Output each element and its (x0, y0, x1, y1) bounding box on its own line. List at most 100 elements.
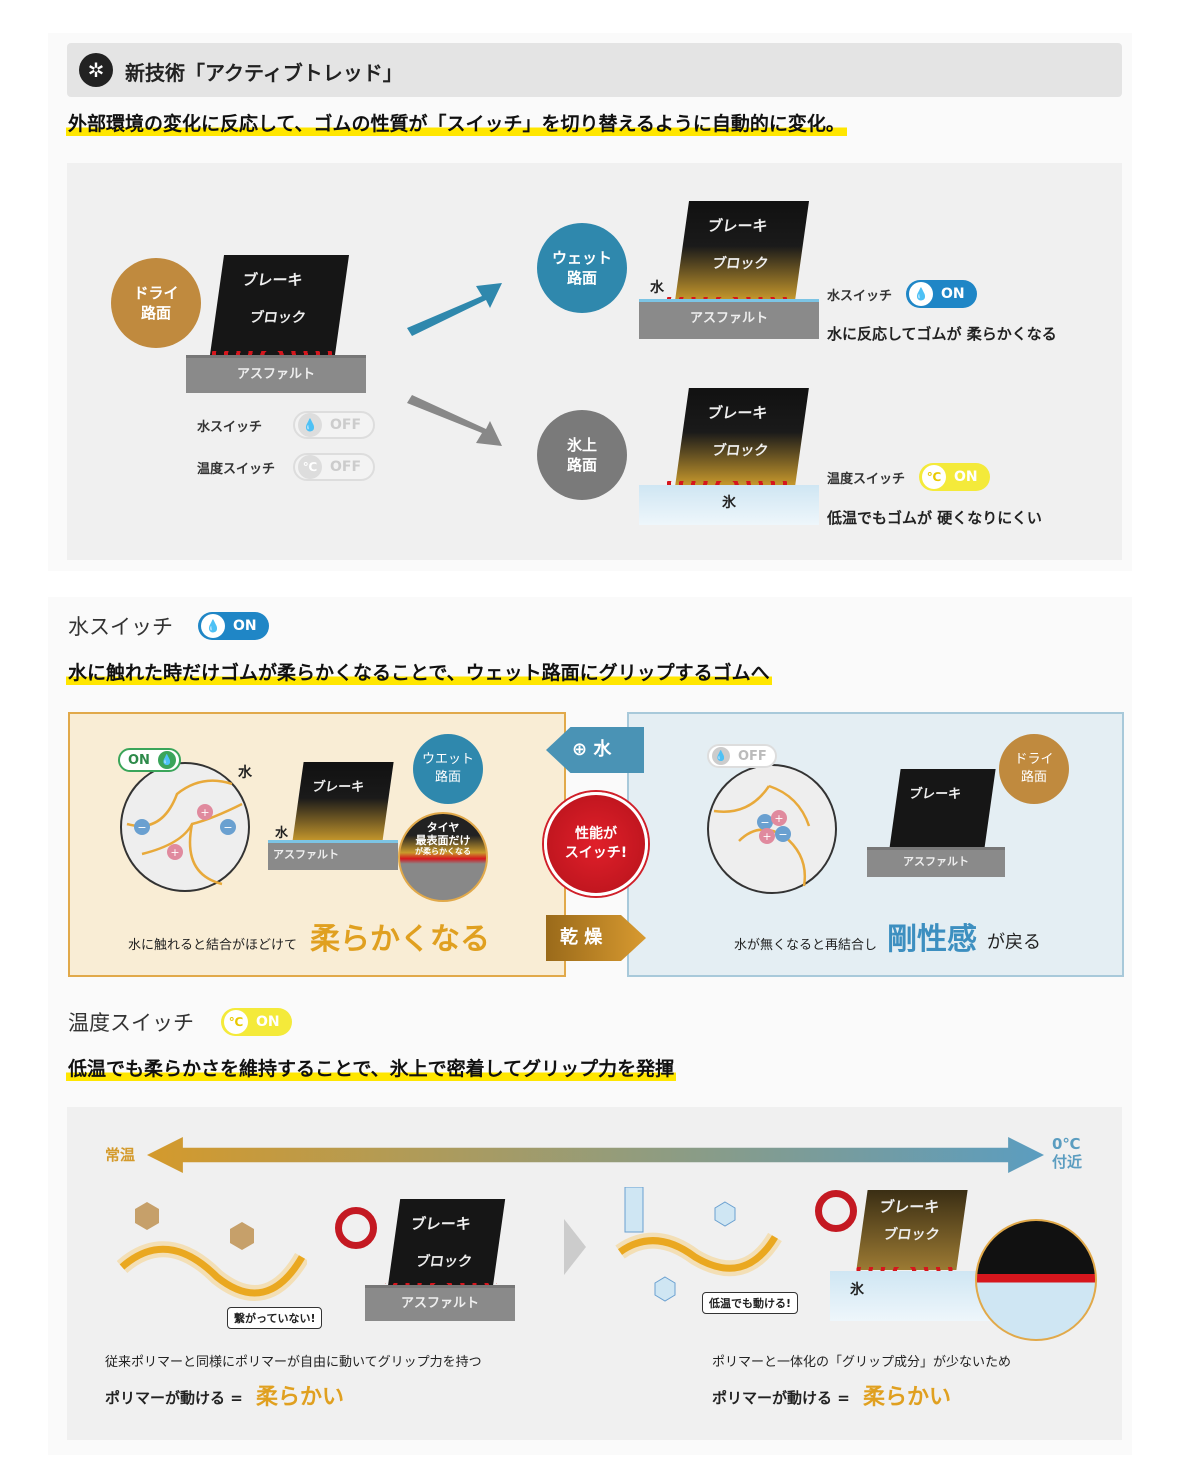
thermometer-icon: ℃ (922, 465, 947, 489)
dry-arrow: 乾 燥 (546, 915, 646, 961)
off-label: OFF (330, 417, 362, 433)
water-label: 水 (650, 280, 664, 296)
on-badge: ON 💧 (118, 748, 181, 772)
temp-switch-title: 温度スイッチ (68, 1011, 194, 1035)
temp-switch-off: 温度スイッチ ℃ OFF (197, 453, 376, 481)
thermometer-icon: ℃ (298, 455, 322, 479)
headline: 外部環境の変化に反応して、ゴムの性質が「スイッチ」を切り替えるように自動的に変化… (66, 109, 847, 136)
asphalt: アスファルト (639, 299, 819, 339)
chevron-right-icon (564, 1219, 586, 1275)
positive-ion-icon: + (197, 804, 213, 820)
tread-block: ブレーキ (292, 762, 394, 842)
positive-ion-icon: + (759, 828, 775, 844)
switch-diagram: ドライ 路面 ブレーキブロック アスファルト 水スイッチ💧OFF 温度スイッチ℃… (67, 163, 1122, 560)
water-switch-label: 水スイッチ (197, 419, 263, 435)
asphalt: アスファルト (365, 1285, 515, 1321)
dry-road-badge: ドライ 路面 (999, 734, 1069, 804)
wet-caption: 水に触れると結合がほどけて (128, 938, 298, 953)
tread-block: ブレーキブロック (209, 255, 350, 355)
block-label: ブロック (248, 310, 307, 326)
brake-label: ブレーキ (706, 217, 769, 235)
polymer-illustration (117, 1202, 307, 1301)
block-label: ブロック (414, 1254, 473, 1270)
water-switch-on: 水スイッチ 💧ON (827, 280, 977, 308)
right-result: ポリマーが動ける = (712, 1389, 850, 1407)
icy-description: 低温でもゴムが 硬くなりにくい (827, 509, 1042, 527)
dry-caption-end: が戻る (987, 932, 1041, 953)
tread-block: ブレーキブロック (856, 1190, 968, 1270)
polymer-illustration (615, 1187, 782, 1302)
positive-ion-icon: + (771, 810, 787, 826)
dry-caption-emphasis: 剛性感 (887, 922, 977, 957)
brake-label: ブレーキ (706, 404, 769, 422)
water-label: 水 (275, 826, 289, 841)
wet-description: 水に反応してゴムが 柔らかくなる (827, 325, 1057, 343)
brake-label: ブレーキ (241, 271, 304, 289)
right-result-emphasis: 柔らかい (863, 1385, 952, 1410)
zoom-lens (975, 1219, 1097, 1341)
rubber-edge (852, 1267, 957, 1273)
asphalt: アスファルト (867, 847, 1005, 877)
negative-ion-icon: − (757, 814, 773, 830)
on-label: ON (233, 618, 257, 634)
tread-block: ブレーキブロック (387, 1199, 506, 1287)
scale-left-label: 常温 (105, 1146, 136, 1164)
water-drop-icon: 💧 (712, 747, 730, 765)
wet-caption-emphasis: 柔らかくなる (310, 922, 490, 957)
temp-switch-badge: ℃ ON (221, 1008, 292, 1036)
on-label: ON (954, 469, 978, 485)
molecule-diagram: −+ +− (707, 764, 837, 894)
water-drop-icon: 💧 (298, 413, 322, 437)
block-label: ブロック (710, 443, 770, 459)
ice: 氷 (639, 485, 819, 525)
off-label: OFF (738, 748, 767, 764)
off-label: OFF (330, 459, 362, 475)
zoom-label: が柔らかくなる (415, 847, 471, 857)
water-drop-icon: 💧 (157, 751, 176, 769)
tread-block: ブレーキブロック (674, 201, 810, 301)
icy-road-badge: 氷上 路面 (537, 410, 627, 500)
rubber-edge (667, 481, 787, 487)
temperature-diagram: 常温 0℃ 付近 繋がっていない! ブレーキブロック アスファルト 従来ポリマー… (67, 1107, 1122, 1440)
temp-switch-label: 温度スイッチ (827, 471, 906, 487)
arrow-down-right-icon (407, 395, 502, 446)
thermometer-icon: ℃ (224, 1010, 248, 1034)
block-label: ブロック (882, 1227, 941, 1243)
speech-bubble: 繋がっていない! (227, 1307, 323, 1329)
add-water-arrow: ⊕ 水 (546, 727, 644, 773)
on-label: ON (256, 1014, 280, 1030)
scale-right-label: 0℃ 付近 (1052, 1135, 1083, 1171)
wet-road-badge: ウェット 路面 (537, 223, 627, 313)
water-drop-icon: 💧 (909, 282, 934, 306)
rubber-edge (207, 351, 337, 357)
negative-ion-icon: − (220, 819, 236, 835)
tire-icon: ✲ (79, 53, 113, 87)
left-description: 従来ポリマーと同様にポリマーが自由に動いてグリップ力を持つ (105, 1355, 482, 1370)
wet-road-badge: ウエット 路面 (413, 734, 483, 804)
plus-circle-icon: ⊕ (572, 739, 588, 760)
temp-switch-headline: 低温でも柔らかさを維持することで、氷上で密着してグリップ力を発揮 (66, 1054, 677, 1081)
off-toggle: ℃ OFF (293, 453, 376, 481)
on-toggle: ℃ ON (919, 463, 990, 491)
dry-state-panel: −+ +− 💧 OFF ブレーキ アスファルト ドライ 路面 水が無くなると再結合し… (627, 712, 1124, 977)
performance-switch-badge: 性能が スイッチ! (544, 792, 648, 896)
positive-ion-icon: + (167, 844, 183, 860)
water-switch-badge: 💧ON (198, 612, 269, 640)
temp-switch-label: 温度スイッチ (197, 461, 276, 477)
dry-caption: 水が無くなると再結合し (734, 938, 878, 953)
brake-label: ブレーキ (409, 1215, 472, 1233)
ice: 氷 (830, 1271, 990, 1321)
tread-block: ブレーキブロック (675, 388, 809, 486)
water-switch-label: 水スイッチ (827, 288, 893, 304)
dry-road-badge: ドライ 路面 (111, 258, 201, 348)
negative-ion-icon: − (775, 826, 791, 842)
left-result: ポリマーが動ける = (105, 1389, 243, 1407)
speech-bubble: 低温でも動ける! (702, 1292, 799, 1314)
brake-label: ブレーキ (310, 780, 366, 795)
section-active-tread: ✲ 新技術「アクティブトレッド」 外部環境の変化に反応して、ゴムの性質が「スイッ… (48, 33, 1132, 571)
brake-label: ブレーキ (907, 787, 963, 802)
section-title: 新技術「アクティブトレッド」 (125, 61, 403, 85)
asphalt: アスファルト (268, 840, 398, 870)
on-label: ON (128, 752, 150, 768)
on-toggle: 💧ON (906, 280, 977, 308)
